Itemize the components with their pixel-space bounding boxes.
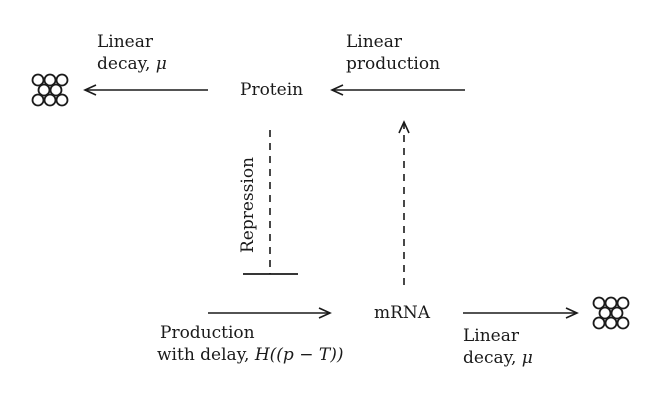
protein-decay-line2: decay, μ <box>97 53 167 75</box>
protein-node: Protein <box>240 80 304 100</box>
mrna-production-line1: Production <box>160 323 255 343</box>
mrna-decay-text: decay, <box>463 348 522 368</box>
protein-decay-label: Linear decay, μ <box>97 31 167 75</box>
decay-rate-symbol: μ <box>155 54 167 74</box>
mrna-decay-line1: Linear <box>463 326 519 346</box>
hill-function-formula: H((p − T)) <box>254 345 344 365</box>
decay-rate-symbol: μ <box>521 348 533 368</box>
protein-decay-line1: Linear <box>97 32 153 52</box>
protein-production-line1: Linear <box>346 32 402 52</box>
degradation-cluster-icon <box>31 73 69 107</box>
mrna-production-text: with delay, <box>157 345 255 365</box>
mrna-production-line2: with delay, H((p − T)) <box>157 344 343 366</box>
mrna-production-label: Production with delay, H((p − T)) <box>157 322 346 366</box>
protein-decay-text: decay, <box>97 54 156 74</box>
mrna-decay-label: Linear decay, μ <box>463 325 533 369</box>
degradation-cluster-icon <box>592 296 630 330</box>
repression-label: Repression <box>238 157 258 253</box>
protein-production-line2: production <box>346 54 441 74</box>
mrna-decay-line2: decay, μ <box>463 347 533 369</box>
protein-production-label: Linear production <box>346 31 440 75</box>
mrna-node: mRNA <box>374 303 431 323</box>
